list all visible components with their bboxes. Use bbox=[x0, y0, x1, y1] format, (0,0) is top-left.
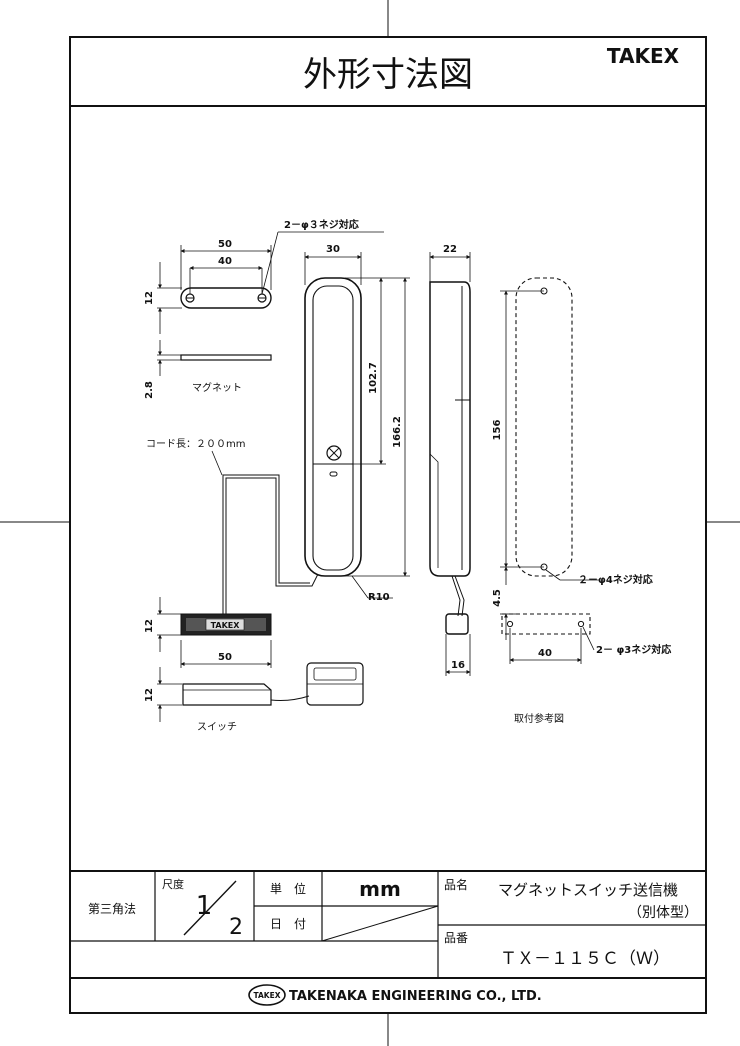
title-block bbox=[70, 870, 706, 979]
dim-magnet-hole-pitch: 40 bbox=[218, 256, 232, 267]
scale-numerator: 1 bbox=[196, 891, 213, 921]
brand-logo: TAKEX bbox=[607, 44, 680, 68]
transmitter-front-dimensions bbox=[304, 252, 410, 599]
scale-denominator: 2 bbox=[229, 915, 243, 940]
product-number: ＴＸ－１１５Ｃ（Ｗ） bbox=[500, 949, 670, 969]
product-name-line1: マグネットスイッチ送信機 bbox=[498, 881, 678, 899]
dim-mount-hole-pitch: 156 bbox=[492, 420, 503, 441]
label-switch: スイッチ bbox=[197, 721, 237, 733]
dim-mount-offset: 4.5 bbox=[492, 589, 503, 607]
transmitter-front-view bbox=[304, 277, 362, 577]
switch-dimensions bbox=[157, 597, 272, 722]
magnet-dimensions bbox=[157, 231, 384, 376]
dim-magnet-thickness: 2.8 bbox=[144, 381, 155, 399]
note-mount-screw-body: ２－φ4ネジ対応 bbox=[578, 573, 653, 586]
unit-value: mm bbox=[359, 877, 401, 901]
dim-magnet-height: 12 bbox=[144, 291, 155, 305]
projection-method: 第三角法 bbox=[88, 902, 136, 916]
date-label: 日 付 bbox=[270, 917, 306, 931]
switch-brand-label: TAKEX bbox=[211, 621, 241, 630]
note-cord-length: コード長：２００mm bbox=[146, 438, 245, 450]
dim-body-depth: 22 bbox=[443, 244, 457, 255]
dim-magnet-outer-width: 50 bbox=[218, 239, 232, 250]
unit-label: 単 位 bbox=[270, 881, 306, 896]
dim-body-upper-height: 102.7 bbox=[368, 362, 379, 394]
transmitter-side-view bbox=[429, 281, 471, 635]
side-view-dimensions bbox=[429, 252, 471, 676]
mounting-dimensions bbox=[500, 290, 600, 664]
dim-switch-thickness: 12 bbox=[144, 688, 155, 702]
dim-switch-width: 50 bbox=[218, 652, 232, 663]
company-logo-text: TAKEX bbox=[253, 991, 280, 1000]
product-number-label: 品番 bbox=[444, 931, 468, 945]
dim-switch-height: 12 bbox=[144, 619, 155, 633]
label-mounting-reference: 取付参考図 bbox=[514, 712, 564, 725]
scale-label: 尺度 bbox=[162, 877, 184, 891]
switch-top-view bbox=[180, 613, 272, 636]
label-magnet: マグネット bbox=[192, 381, 242, 394]
company-logo bbox=[248, 984, 286, 1006]
note-magnet-screw: 2－φ３ネジ対応 bbox=[284, 218, 359, 231]
magnet-top-view bbox=[180, 287, 272, 309]
cord bbox=[211, 450, 319, 614]
dim-mount-magnet-pitch: 40 bbox=[538, 648, 552, 659]
note-mount-screw-magnet: 2－ φ3ネジ対応 bbox=[596, 643, 671, 656]
switch-side-view bbox=[182, 662, 364, 706]
dim-corner-radius: R10 bbox=[368, 592, 390, 603]
product-name-label: 品名 bbox=[444, 877, 468, 892]
dim-side-depth-bottom: 16 bbox=[451, 660, 465, 671]
company-name: TAKENAKA ENGINEERING CO., LTD. bbox=[289, 989, 542, 1004]
dim-body-total-height: 166.2 bbox=[392, 416, 403, 448]
product-name-line2: （別体型） bbox=[628, 905, 698, 921]
mounting-reference-view bbox=[501, 277, 591, 635]
drawing-title: 外形寸法図 bbox=[303, 55, 473, 95]
magnet-side-view bbox=[180, 354, 272, 361]
dim-body-width: 30 bbox=[326, 244, 340, 255]
sheet-border bbox=[69, 36, 707, 1014]
